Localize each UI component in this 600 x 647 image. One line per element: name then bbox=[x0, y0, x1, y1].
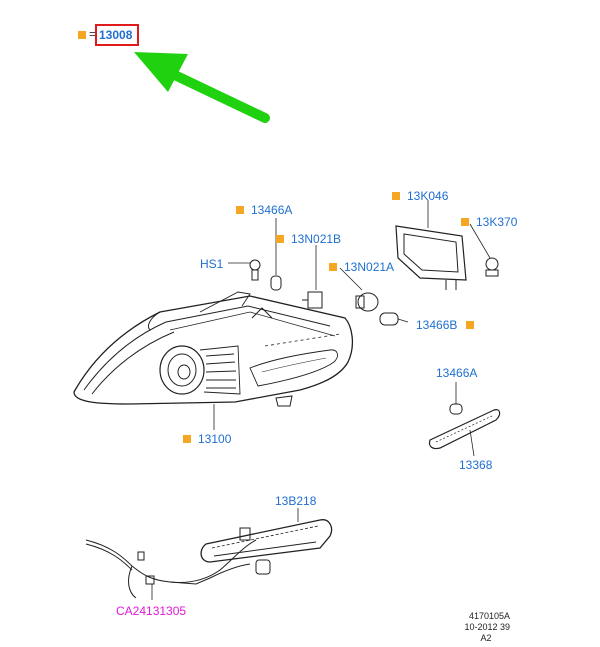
header-part-number[interactable]: 13008 bbox=[99, 28, 133, 42]
part-label-13k370[interactable]: 13K370 bbox=[476, 215, 518, 229]
orange-square-marker-icon bbox=[183, 435, 191, 443]
highlight-box bbox=[95, 24, 139, 46]
wiring-harness[interactable] bbox=[85, 527, 271, 600]
part-label-13466a[interactable]: 13466A bbox=[251, 203, 293, 217]
orange-square-marker-icon bbox=[329, 263, 337, 271]
bulbs-group[interactable] bbox=[228, 200, 499, 326]
drawing-id: 4170105A bbox=[468, 611, 510, 621]
drawing-revision: A2 bbox=[480, 633, 492, 643]
equals-sign: = bbox=[89, 27, 97, 41]
headlamp-assembly[interactable] bbox=[73, 291, 354, 430]
orange-square-marker-icon bbox=[276, 235, 284, 243]
part-label-13466a-side[interactable]: 13466A bbox=[436, 366, 478, 380]
orange-square-marker-icon bbox=[392, 192, 400, 200]
drawing-date: 10-2012 39 bbox=[464, 622, 510, 632]
daytime-running-lamp[interactable] bbox=[200, 508, 333, 563]
part-label-hs1[interactable]: HS1 bbox=[200, 257, 224, 271]
part-label-13n021b[interactable]: 13N021B bbox=[291, 232, 342, 246]
part-label-13k046[interactable]: 13K046 bbox=[407, 189, 449, 203]
orange-square-marker-icon bbox=[236, 206, 244, 214]
drawing-reference: 4170105A 10-2012 39 A2 bbox=[462, 611, 510, 644]
green-arrow-icon bbox=[134, 52, 270, 123]
part-label-13466b[interactable]: 13466B bbox=[416, 318, 458, 332]
part-label-ca24131305[interactable]: CA24131305 bbox=[116, 604, 187, 618]
orange-square-marker-icon bbox=[461, 218, 469, 226]
part-label-13n021a[interactable]: 13N021A bbox=[344, 260, 395, 274]
part-label-13100[interactable]: 13100 bbox=[198, 432, 232, 446]
part-label-13b218[interactable]: 13B218 bbox=[275, 494, 317, 508]
orange-square-marker-icon bbox=[466, 321, 474, 329]
side-marker-lamp[interactable] bbox=[428, 382, 501, 457]
orange-square-marker-icon bbox=[78, 31, 86, 39]
part-label-13368[interactable]: 13368 bbox=[459, 458, 493, 472]
